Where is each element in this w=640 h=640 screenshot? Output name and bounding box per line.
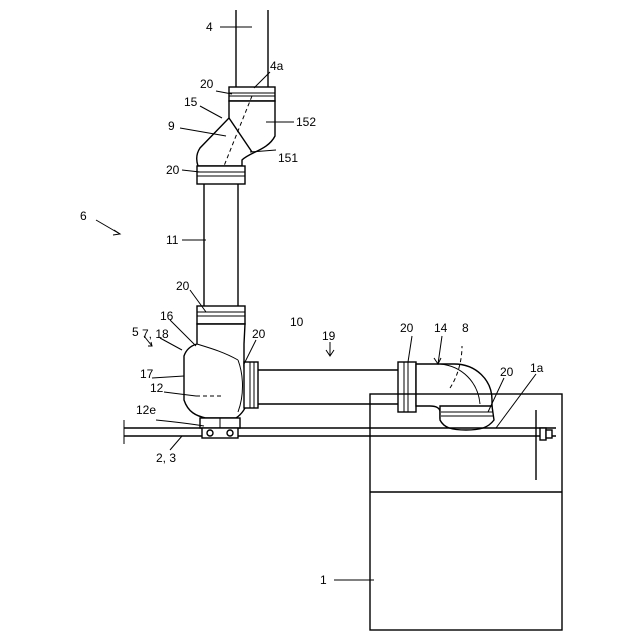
label-1a: 1a — [530, 361, 544, 375]
label-20-outlet: 20 — [500, 365, 514, 379]
label-151: 151 — [278, 151, 298, 165]
label-6: 6 — [80, 209, 87, 223]
label-7-18: 7, 18 — [142, 327, 169, 341]
pipe-10 — [258, 370, 398, 404]
label-20-top: 20 — [200, 77, 214, 91]
label-15: 15 — [184, 95, 198, 109]
label-14: 14 — [434, 321, 448, 335]
coupling-20-right — [398, 362, 416, 412]
label-20-right: 20 — [400, 321, 414, 335]
label-11: 11 — [166, 233, 179, 247]
label-10: 10 — [290, 315, 304, 329]
label-12e: 12e — [136, 403, 156, 417]
label-4a: 4a — [270, 59, 284, 73]
label-16: 16 — [160, 309, 174, 323]
label-152: 152 — [296, 115, 316, 129]
coupling-20-outlet — [440, 406, 494, 430]
label-2-3: 2, 3 — [156, 451, 176, 465]
right-fastener — [536, 410, 552, 480]
label-1: 1 — [320, 573, 327, 587]
coupling-20-offset — [197, 166, 245, 184]
branch-fitting-16 — [184, 324, 258, 418]
label-9: 9 — [168, 119, 175, 133]
label-5: 5 — [132, 325, 139, 339]
label-8: 8 — [462, 321, 469, 335]
offset-fitting-15 — [197, 96, 275, 166]
label-20-offset: 20 — [166, 163, 180, 177]
labels: 4 4a 20 15 152 9 20 151 6 11 20 16 7, 18… — [80, 20, 544, 587]
label-17: 17 — [140, 367, 154, 381]
label-20-mid: 20 — [252, 327, 266, 341]
pipe-11 — [204, 184, 238, 306]
label-20-branch: 20 — [176, 279, 190, 293]
pipe-4 — [236, 10, 268, 88]
label-12: 12 — [150, 381, 164, 395]
leader-lines — [96, 27, 536, 580]
coupling-20-top — [229, 87, 275, 101]
label-4: 4 — [206, 20, 213, 34]
support-bracket-12e — [200, 418, 240, 438]
label-19: 19 — [322, 329, 336, 343]
